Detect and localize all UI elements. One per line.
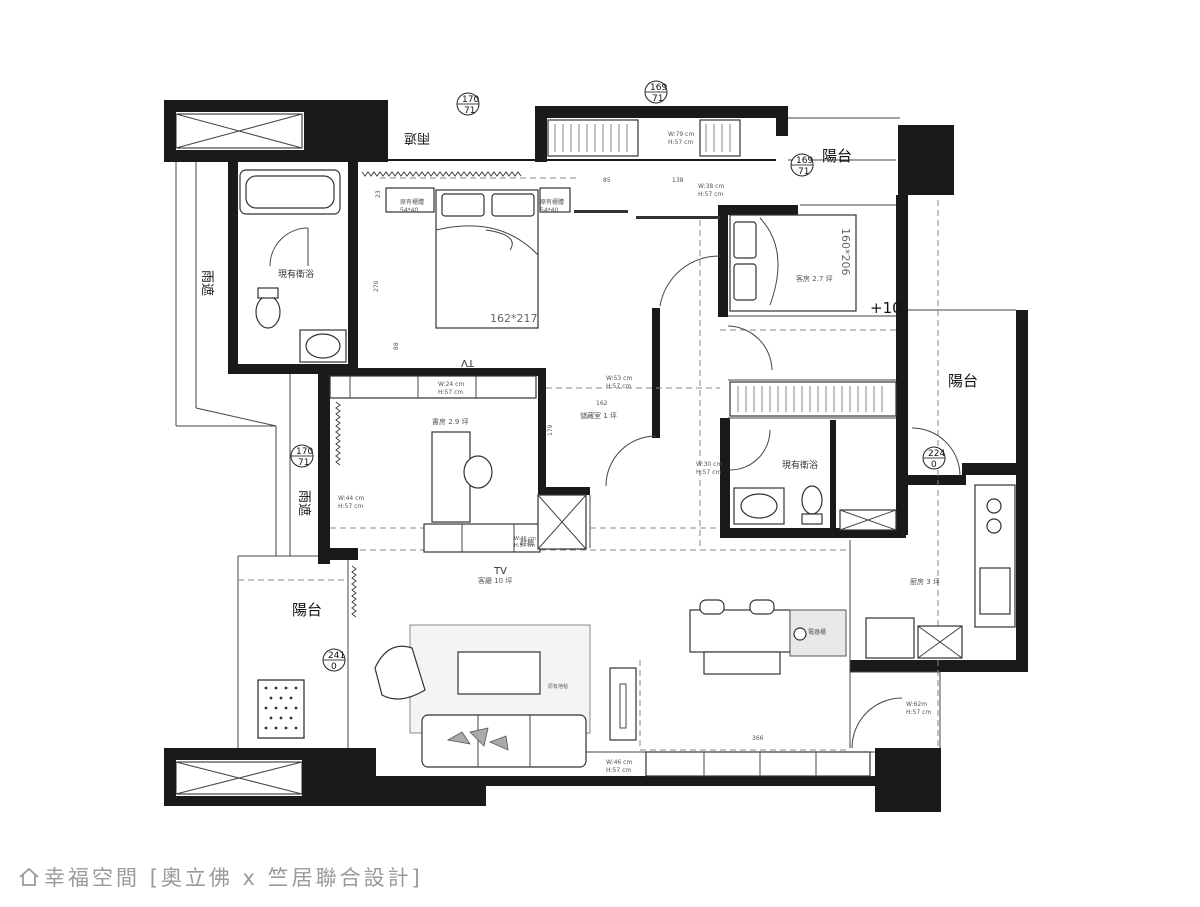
svg-text:0: 0 (331, 662, 337, 672)
dim-270: 270 (373, 280, 380, 292)
svg-text:0: 0 (931, 460, 937, 470)
center-bathroom-fixtures (729, 429, 897, 531)
label-kitchen: 廚房 3 坪 (910, 577, 940, 586)
dim-88: 88 (393, 342, 400, 350)
label-shoe-cabinet: 鞋櫃 (520, 538, 534, 547)
dim-85: 85 (603, 177, 611, 184)
cab-entry-right: W:62m (906, 701, 927, 708)
bed-guest-size: 160*206 (839, 228, 852, 276)
storage-top-door-swing (659, 255, 721, 307)
label-guest-room: 客房 2.7 坪 (796, 274, 833, 283)
note-existing-cabinet-b: 原有櫃體 (540, 198, 564, 206)
note-rug: 原有地毯 (548, 683, 568, 690)
living-furniture (351, 565, 871, 777)
house-logo-icon (19, 867, 39, 886)
label-bath-left: 現有衛浴 (278, 268, 314, 280)
label-plus-ten: +10 (870, 299, 902, 317)
cab-study-left: W:44 cm (338, 495, 364, 502)
label-bath-center: 現有衛浴 (782, 459, 818, 471)
dim-179: 179 (547, 424, 554, 436)
label-island: 電器櫃 (808, 628, 826, 636)
balcony-door-swing (911, 427, 961, 477)
svg-text:224: 224 (928, 449, 945, 459)
cab-storage-top-h: H:57 cm (606, 383, 631, 390)
label-tv-upper: TV (461, 357, 475, 368)
svg-text:241: 241 (328, 651, 345, 661)
cab-study-top: W:24 cm (438, 381, 464, 388)
svg-text:170: 170 (462, 95, 479, 105)
marker-1: 170 71 (456, 92, 480, 116)
left-bathroom-fixtures (239, 169, 347, 363)
cab-top-mid: W:38 cm (698, 183, 724, 190)
entry-door-swing (851, 697, 903, 749)
cab-top-left-h: H:57 cm (668, 139, 693, 146)
svg-text:71: 71 (798, 167, 809, 177)
cab-storage-top: W:53 cm (606, 375, 632, 382)
cab-bath-left-h: H:57 cm (696, 469, 721, 476)
marker-4: 170 71 (290, 444, 314, 468)
walls (164, 100, 1028, 812)
marker-2: 169 71 (644, 80, 668, 104)
svg-text:71: 71 (298, 458, 309, 468)
svg-text:169: 169 (796, 156, 813, 166)
svg-text:169: 169 (650, 83, 667, 93)
marker-6: 241 0 (322, 648, 346, 672)
cab-study-top-h: H:57 cm (438, 389, 463, 396)
label-storage: 儲藏室 1 坪 (580, 411, 617, 420)
guest-bed (729, 214, 857, 312)
label-balcony-left: 陽台 (292, 601, 322, 619)
cab-entry-right-h: H:57 cm (906, 709, 931, 716)
bath-door-swing (727, 325, 773, 371)
footer-credit: 幸福空間 [奧立佛 x 竺居聯合設計] (18, 862, 423, 892)
label-study: 書房 2.9 坪 (432, 417, 469, 426)
label-rain-shelter-2: 雨遮 (296, 490, 312, 516)
cab-bath-left: W:30 cm (696, 461, 722, 468)
note-existing-cabinet-a: 原有櫃體 (400, 198, 424, 206)
footer-designer: [奧立佛 x 竺居聯合設計] (149, 866, 423, 890)
svg-text:71: 71 (464, 106, 475, 116)
master-bed (385, 187, 571, 329)
label-living: 客廳 10 坪 (478, 576, 512, 585)
cab-top-mid-h: H:57 cm (698, 191, 723, 198)
guest-wardrobe (729, 381, 897, 417)
curtain (361, 171, 522, 177)
note-existing-cabinet-a-size: 54*40 (400, 207, 418, 214)
dim-138: 138 (672, 177, 684, 184)
label-balcony-top: 陽台 (822, 147, 852, 165)
note-existing-cabinet-b-size: 54*40 (540, 207, 558, 214)
svg-text:71: 71 (652, 94, 663, 104)
balcony-drain (257, 679, 305, 739)
svg-text:170: 170 (296, 447, 313, 457)
label-rain-shelter-1: 雨遮 (199, 270, 215, 296)
cab-living-bottom-h: H:57 cm (606, 767, 631, 774)
bed-master-size: 162*217 (490, 312, 538, 325)
cab-tv-wall: W:46 cm (514, 536, 536, 542)
kitchen-furniture (689, 484, 1016, 675)
label-balcony-right: 陽台 (948, 372, 978, 390)
study-furniture (329, 375, 587, 553)
cab-top-left: W:79 cm (668, 131, 694, 138)
label-tv-lower: TV (493, 566, 507, 577)
footer-brand: 幸福空間 (44, 866, 140, 890)
marker-5: 224 0 (922, 446, 946, 470)
label-rain-shelter-3: 雨遮 (404, 130, 430, 146)
cab-tv-wall-h: H:57 cm (514, 543, 535, 549)
cab-living-bottom: W:46 cm (606, 759, 632, 766)
dim-162: 162 (596, 400, 608, 407)
dim-23: 23 (375, 190, 382, 198)
cab-study-left-h: H:57 cm (338, 503, 363, 510)
marker-3: 169 71 (790, 153, 814, 177)
top-wardrobe (547, 119, 741, 157)
storage-door-swing (605, 435, 657, 487)
dim-366: 366 (752, 735, 764, 742)
